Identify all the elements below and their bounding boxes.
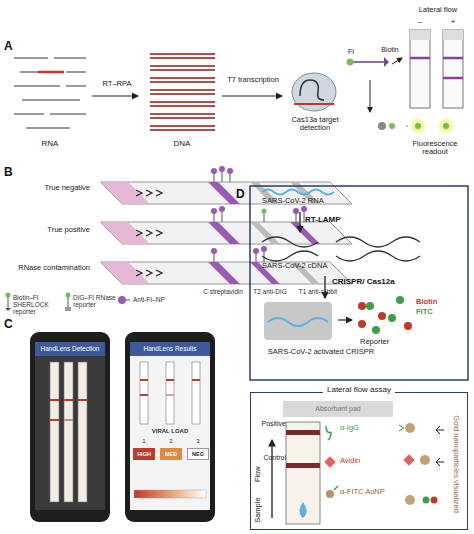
label-text: T7 transcription: [220, 76, 286, 84]
label-text: α-IgG: [340, 424, 380, 432]
label-text: Fluorescence readout: [400, 140, 470, 157]
panel-heading: Lateral flow assay: [323, 386, 395, 395]
label-text: FITC: [416, 308, 456, 316]
label-text: RNase contamination: [14, 264, 90, 272]
cleaved-reporters: [358, 296, 412, 334]
label-text: FI: [343, 48, 359, 56]
assay-panel: Lateral flow assayAbsorbant pad: [250, 392, 468, 530]
label-text: Cas13a target detection: [280, 116, 350, 133]
dna-amplicons: [150, 54, 215, 130]
result-box: MED: [160, 448, 182, 460]
label-text: Lateral flow: [405, 6, 471, 14]
label-text: VIRAL LOAD: [130, 428, 210, 435]
legend-text: DIG–FI RNase reporter: [73, 294, 119, 308]
label-text: DNA: [162, 140, 202, 149]
label-text: A: [4, 40, 18, 53]
box-label: HIGH: [137, 451, 151, 457]
label-text: T2 anti-DIG: [250, 288, 290, 295]
label-text: Reporter: [360, 338, 420, 346]
label-text: Positive: [252, 420, 286, 428]
app-title: HandLens Results: [130, 345, 210, 352]
legend-text: Anti-FI–NP: [133, 296, 173, 303]
label-text: C: [4, 318, 18, 331]
label-text: RNA: [30, 140, 70, 149]
phone-screen: HandLens Detection: [35, 342, 105, 510]
label-text: D: [236, 188, 250, 201]
result-box: NEG: [187, 448, 209, 460]
label-text: RT–RPA: [92, 80, 142, 88]
cas13a-protein: [292, 73, 336, 111]
box-label: NEG: [192, 451, 204, 457]
rna-fragments: [14, 58, 86, 128]
label-text: Control: [252, 454, 286, 462]
label-text: α-FITC AuNP: [340, 488, 400, 496]
label-text: True negative: [24, 184, 90, 192]
label-text: +: [447, 18, 459, 27]
label-text: Flow: [254, 459, 262, 489]
gold-particles: [399, 423, 438, 505]
label-text: True positive: [24, 226, 90, 234]
label-text: –: [414, 18, 426, 27]
label-text: 2: [160, 438, 182, 445]
label-text: 1: [133, 438, 155, 445]
label-text: Avidin: [340, 457, 380, 465]
label-text: Biotin: [375, 46, 405, 54]
label-text: B: [4, 166, 18, 179]
label-text: SARS-CoV-2 cDNA: [262, 262, 372, 270]
label-text: Biotin: [416, 298, 456, 306]
label-text: CRISPR/ Cas12a: [332, 278, 422, 287]
box-label: Absorbant pad: [315, 405, 361, 413]
label-text: C streptavidin: [200, 288, 246, 295]
label-text: RT-LAMP: [305, 216, 365, 225]
phone-screen: HandLens ResultsHIGH MED NEG: [130, 342, 210, 510]
label-text: SARS-CoV-2 RNA: [262, 197, 372, 205]
result-box: HIGH: [133, 448, 155, 460]
legend-text: Biotin–FI SHERLOCK reporter: [13, 294, 65, 315]
box-label: MED: [165, 451, 177, 457]
label-text: Gold nanoparticles visualized: [452, 399, 460, 529]
result-box: Absorbant pad: [283, 401, 393, 417]
app-title: HandLens Detection: [35, 345, 105, 352]
label-text: 3: [187, 438, 209, 445]
label-text: T1 anti-rabbit: [294, 288, 342, 295]
label-text: SARS-CoV-2 activated CRISPR: [256, 348, 386, 356]
label-text: Sample: [254, 490, 262, 530]
